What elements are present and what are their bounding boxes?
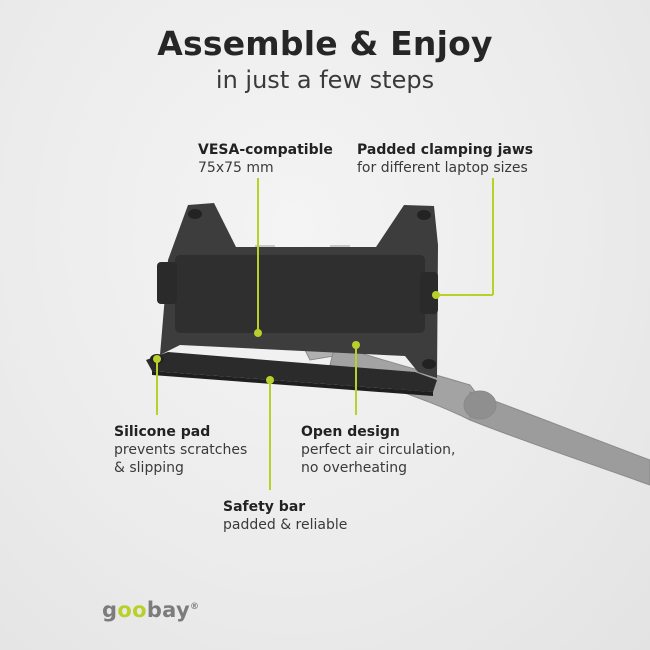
left-clamp-jaw	[157, 262, 177, 304]
callout-text: padded & reliable	[223, 517, 348, 533]
goobay-logo: goobay®	[102, 598, 199, 622]
callout-text: perfect air circulation,	[301, 442, 456, 458]
silicone-pad-icon	[188, 209, 202, 219]
callout-silicone-pad: Silicone pad prevents scratches & slippi…	[114, 423, 247, 477]
callout-open-design: Open design perfect air circulation, no …	[301, 423, 455, 477]
callout-title: Open design	[301, 424, 400, 440]
safety-bar	[146, 352, 437, 392]
logo-text-accent: oo	[117, 598, 147, 622]
subheadline: in just a few steps	[215, 66, 435, 94]
logo-text-start: g	[102, 598, 118, 622]
callout-text: 75x75 mm	[198, 160, 274, 176]
registered-mark: ®	[189, 602, 200, 612]
callout-vesa: VESA-compatible 75x75 mm	[198, 141, 333, 177]
callout-clamping-jaws: Padded clamping jaws for different lapto…	[357, 141, 533, 177]
tray-panel	[175, 255, 425, 333]
callout-title: VESA-compatible	[198, 142, 333, 158]
callout-title: Silicone pad	[114, 424, 211, 440]
headline: Assemble & Enjoy	[157, 24, 493, 63]
callout-title: Padded clamping jaws	[357, 142, 534, 158]
callout-safety-bar: Safety bar padded & reliable	[223, 498, 347, 534]
callout-text: no overheating	[301, 460, 408, 476]
callout-text: prevents scratches	[114, 442, 248, 458]
callout-text: & slipping	[114, 460, 184, 476]
callout-title: Safety bar	[223, 499, 306, 515]
logo-text-end: bay	[146, 598, 190, 622]
callout-text: for different laptop sizes	[357, 160, 528, 176]
right-clamp-jaw	[420, 272, 438, 314]
pointer-lines	[153, 178, 494, 490]
